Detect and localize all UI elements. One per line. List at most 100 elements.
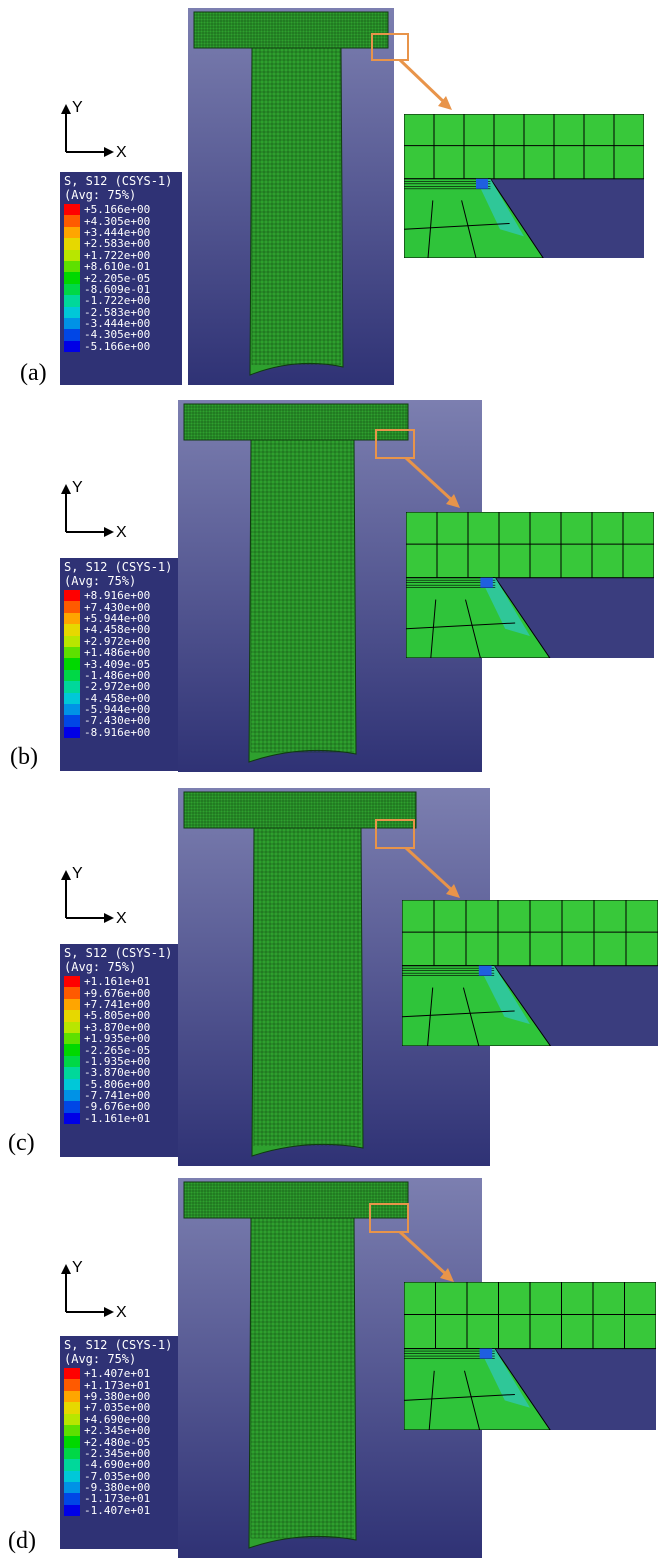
legend-value: +1.173e+01 bbox=[84, 1378, 151, 1392]
zoom-detail-view bbox=[406, 512, 654, 658]
legend-row: -5.944e+00 bbox=[64, 703, 182, 717]
legend-row: -4.305e+00 bbox=[64, 329, 182, 341]
legend-row: +7.035e+00 bbox=[64, 1401, 182, 1415]
legend-value: +2.345e+00 bbox=[84, 1424, 151, 1438]
legend-avg: (Avg: 75%) bbox=[64, 1352, 137, 1366]
legend-value: -5.166e+00 bbox=[84, 339, 151, 353]
legend-value: -8.916e+00 bbox=[84, 725, 151, 739]
legend-swatch bbox=[64, 1436, 80, 1448]
legend-swatch bbox=[64, 1481, 80, 1494]
panel-label: (d) bbox=[8, 1528, 36, 1554]
legend-swatch bbox=[64, 1459, 80, 1471]
legend-swatch bbox=[64, 1470, 80, 1482]
zoom-detail-view bbox=[404, 114, 644, 258]
global-axis-triad: Y X bbox=[56, 1259, 136, 1330]
legend-value: +8.916e+00 bbox=[84, 589, 151, 603]
contour-legend: S, S12 (CSYS-1) (Avg: 75%) +1.407e+01+1.… bbox=[60, 1336, 182, 1549]
legend-row: -3.444e+00 bbox=[64, 317, 182, 330]
mesh-drawing bbox=[178, 400, 482, 772]
legend-swatch bbox=[64, 260, 80, 273]
legend-swatch bbox=[64, 635, 80, 647]
panel-c: Y X S, S12 (CSYS-1) (Avg: 75%) +1.161e+0… bbox=[0, 780, 659, 1166]
panel-a: Y X S, S12 (CSYS-1) (Avg: 75%) +5.166e+0… bbox=[0, 0, 659, 386]
legend-row: +2.972e+00 bbox=[64, 635, 182, 647]
legend-swatch bbox=[64, 272, 80, 284]
axis-y-label: Y bbox=[72, 480, 83, 496]
legend-swatch bbox=[64, 726, 80, 739]
legend-value: -5.806e+00 bbox=[84, 1077, 151, 1091]
legend-value: -7.035e+00 bbox=[84, 1469, 151, 1483]
legend-row: -2.972e+00 bbox=[64, 680, 182, 694]
legend-value: +2.205e-05 bbox=[84, 271, 151, 285]
legend-title: S, S12 (CSYS-1) bbox=[64, 560, 173, 574]
legend-row: +7.741e+00 bbox=[64, 997, 182, 1011]
legend-rows: +1.407e+01+1.173e+01+9.380e+00+7.035e+00… bbox=[60, 1367, 182, 1517]
legend-value: +5.805e+00 bbox=[84, 1009, 151, 1023]
legend-value: -9.676e+00 bbox=[84, 1100, 151, 1114]
legend-row: -7.035e+00 bbox=[64, 1469, 182, 1483]
legend-swatch bbox=[64, 1368, 80, 1380]
legend-value: -2.972e+00 bbox=[84, 680, 151, 694]
legend-value: -4.458e+00 bbox=[84, 691, 151, 705]
legend-swatch bbox=[64, 249, 80, 261]
legend-swatch bbox=[64, 215, 80, 227]
axis-y-label: Y bbox=[72, 1260, 83, 1276]
legend-value: -7.741e+00 bbox=[84, 1089, 151, 1103]
legend-swatch bbox=[64, 340, 80, 353]
legend-row: +9.676e+00 bbox=[64, 987, 182, 999]
legend-swatch bbox=[64, 1089, 80, 1102]
legend-row: -1.486e+00 bbox=[64, 669, 182, 682]
legend-value: +5.944e+00 bbox=[84, 611, 151, 625]
legend-swatch bbox=[64, 658, 80, 670]
web-stem bbox=[248, 439, 357, 763]
legend-value: -5.944e+00 bbox=[84, 703, 151, 717]
legend-value: +1.935e+00 bbox=[84, 1032, 151, 1046]
legend-title: S, S12 (CSYS-1) bbox=[64, 174, 173, 188]
legend-swatch bbox=[64, 987, 80, 999]
legend-value: -3.870e+00 bbox=[84, 1066, 151, 1080]
web-stem bbox=[248, 1217, 357, 1549]
legend-swatch bbox=[64, 1067, 80, 1079]
legend-row: -1.161e+01 bbox=[64, 1111, 182, 1125]
legend-value: +4.690e+00 bbox=[84, 1412, 151, 1426]
zoom-detail-view bbox=[402, 900, 658, 1046]
legend-value: -1.161e+01 bbox=[84, 1111, 151, 1125]
zoom-detail-drawing bbox=[404, 1282, 656, 1430]
legend-value: +3.444e+00 bbox=[84, 225, 151, 239]
legend-rows: +8.916e+00+7.430e+00+5.944e+00+4.458e+00… bbox=[60, 589, 182, 739]
legend-swatch bbox=[64, 317, 80, 330]
axis-x-label: X bbox=[116, 910, 127, 927]
legend-value: +2.480e-05 bbox=[84, 1435, 151, 1449]
legend-row: +9.380e+00 bbox=[64, 1390, 182, 1403]
legend-value: +7.741e+00 bbox=[84, 997, 151, 1011]
panel-label: (c) bbox=[8, 1130, 35, 1156]
legend-swatch bbox=[64, 204, 80, 216]
legend-swatch bbox=[64, 590, 80, 602]
legend-value: +5.166e+00 bbox=[84, 203, 151, 217]
legend-value: +1.407e+01 bbox=[84, 1367, 151, 1381]
legend-row: -3.870e+00 bbox=[64, 1066, 182, 1080]
legend-title: S, S12 (CSYS-1) bbox=[64, 1338, 173, 1352]
legend-swatch bbox=[64, 715, 80, 727]
legend-avg: (Avg: 75%) bbox=[64, 960, 137, 974]
legend-swatch bbox=[64, 1379, 80, 1391]
legend-value: +4.458e+00 bbox=[84, 623, 151, 637]
legend-row: -2.265e-05 bbox=[64, 1044, 182, 1056]
legend-swatch bbox=[64, 1424, 80, 1437]
panel-label: (b) bbox=[10, 744, 38, 770]
legend-value: -8.609e-01 bbox=[84, 282, 151, 296]
legend-value: -2.345e+00 bbox=[84, 1446, 151, 1460]
legend-swatch bbox=[64, 1021, 80, 1033]
legend-swatch bbox=[64, 1112, 80, 1125]
zoom-detail-drawing bbox=[404, 114, 644, 258]
legend-row: +3.870e+00 bbox=[64, 1021, 182, 1033]
global-axis-triad: Y X bbox=[56, 865, 136, 936]
contour-legend: S, S12 (CSYS-1) (Avg: 75%) +1.161e+01+9.… bbox=[60, 944, 182, 1157]
legend-rows: +1.161e+01+9.676e+00+7.741e+00+5.805e+00… bbox=[60, 976, 182, 1125]
legend-value: +7.035e+00 bbox=[84, 1401, 151, 1415]
legend-swatch bbox=[64, 681, 80, 693]
legend-row: +5.805e+00 bbox=[64, 1009, 182, 1023]
legend-avg: (Avg: 75%) bbox=[64, 574, 137, 588]
legend-row: +1.722e+00 bbox=[64, 249, 182, 261]
legend-row: -2.583e+00 bbox=[64, 306, 182, 318]
